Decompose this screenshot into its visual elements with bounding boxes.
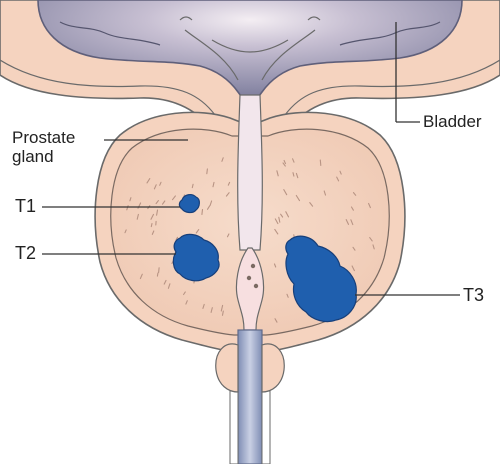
sphincter-right <box>262 344 284 392</box>
gland-texture-mark <box>151 224 152 227</box>
label-t1: T1 <box>15 197 36 216</box>
gland-texture-mark <box>207 169 208 174</box>
sphincter-left <box>216 344 238 392</box>
verumontanum-dot <box>251 264 255 268</box>
label-prostate-gland: Prostate gland <box>12 128 75 166</box>
label-t3: T3 <box>463 286 484 305</box>
label-prostate-line1: Prostate <box>12 128 75 147</box>
gland-texture-mark <box>202 210 203 215</box>
label-prostate-line2: gland <box>12 147 75 166</box>
gland-texture-mark <box>159 268 160 273</box>
urethra-lower <box>238 330 262 464</box>
label-t2: T2 <box>15 244 36 263</box>
verumontanum-dot <box>247 276 251 280</box>
label-bladder: Bladder <box>423 112 482 131</box>
gland-texture-mark <box>192 184 193 187</box>
gland-texture-mark <box>320 160 321 165</box>
verumontanum-dot <box>254 284 258 288</box>
gland-texture-mark <box>157 273 158 276</box>
urethra-upper <box>238 95 263 250</box>
